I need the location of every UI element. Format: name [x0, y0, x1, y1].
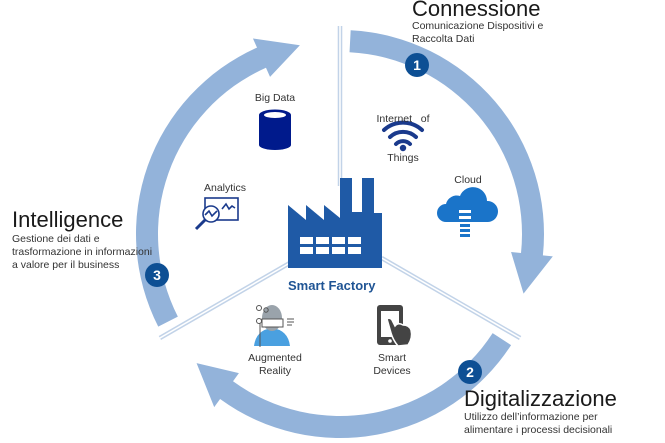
phase-3-description: Gestione dei dati e trasformazione in in… [12, 233, 152, 272]
database-icon [259, 109, 291, 150]
cycle-ring [135, 30, 553, 438]
phase-2-description: Utilizzo dell’informazione per alimentar… [464, 411, 612, 437]
wifi-dot [399, 144, 407, 152]
phase-3-description-line: Gestione dei dati e [12, 233, 100, 245]
tech-label-line: Internet of [376, 113, 430, 125]
tech-label-line: Devices [373, 365, 411, 377]
cycle-arrow-segment-3 [135, 38, 300, 327]
smart-device-icon [377, 305, 413, 347]
sector-divider-line [160, 258, 300, 340]
phase-1-description-line: Raccolta Dati [412, 33, 475, 45]
tech-label-line: Augmented [248, 352, 302, 364]
phase-2-title: Digitalizzazione [464, 386, 617, 411]
tech-label-line: Analytics [203, 182, 246, 194]
tech-label-line: Smart [377, 352, 406, 364]
tech-label-big-data: Big Data [235, 92, 315, 105]
cycle-arrow-segment-1 [349, 30, 553, 294]
phase-2-description-line: alimentare i processi decisionali [464, 424, 613, 436]
sector-divider-line [381, 256, 522, 338]
phase-3-description-line: a valore per il business [12, 259, 120, 271]
tech-label-cloud: Cloud [428, 174, 508, 187]
sector-dividers [158, 26, 522, 340]
phase-2-description-line: Utilizzo dell’informazione per [464, 411, 598, 423]
tech-label-line: Things [387, 152, 419, 164]
tech-label-augmented-reality: Augmented Reality [235, 352, 315, 378]
tech-label-analytics: Analytics [185, 182, 265, 195]
augmented-reality-icon [254, 305, 294, 347]
cloud-icon [437, 187, 499, 237]
sector-divider-line [158, 256, 299, 338]
tech-label-smart-devices: Smart Devices [352, 352, 432, 378]
phase-3-title: Intelligence [12, 207, 124, 232]
cycle-arrow-segment-2 [196, 333, 512, 438]
phase-2-badge: 2 [458, 360, 482, 384]
phase-1-description: Comunicazione Dispositivi e Raccolta Dat… [412, 20, 543, 46]
tech-label-iot: Internet of Things [363, 87, 443, 178]
wifi-icon [382, 120, 424, 146]
phase-1-badge: 1 [405, 53, 429, 77]
tech-label-line: Big Data [254, 92, 296, 104]
analytics-icon [194, 197, 239, 231]
phase-3-description-line: trasformazione in informazioni [12, 246, 153, 258]
phase-3-badge: 3 [145, 263, 169, 287]
phase-1-title: Connessione [412, 0, 541, 21]
factory-icon [288, 178, 382, 268]
sector-divider-line [380, 258, 520, 340]
phase-1-description-line: Comunicazione Dispositivi e [412, 20, 544, 32]
tech-label-line: Cloud [454, 174, 482, 186]
center-label: Smart Factory [288, 278, 376, 293]
tech-label-line: Reality [258, 365, 292, 377]
